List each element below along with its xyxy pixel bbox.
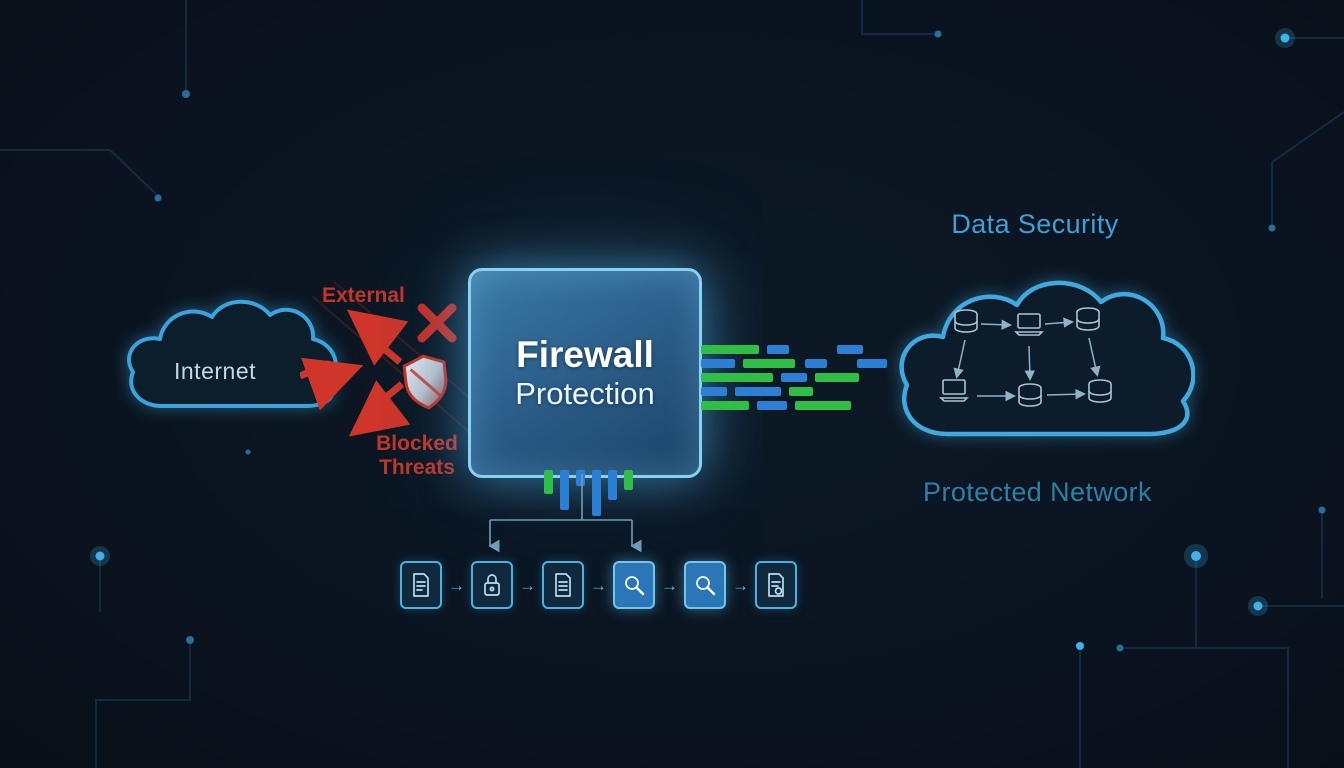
deflected-arrow-down-icon — [348, 380, 411, 437]
protected-network-cloud — [885, 262, 1195, 477]
threat-graphics — [300, 303, 457, 437]
file-inspect-icon — [542, 561, 584, 609]
internet-cloud: Internet — [118, 288, 338, 433]
blocked-threats-label: Blocked Threats — [376, 432, 458, 480]
protected-network-label: Protected Network — [923, 477, 1152, 507]
arrow-right-icon: → — [732, 575, 749, 595]
firewall-title: Firewall — [516, 333, 654, 375]
arrow-right-icon: → — [519, 575, 536, 595]
inspection-pipeline: → → → → → — [400, 560, 797, 610]
external-label: External — [322, 284, 405, 307]
database-icon — [1018, 383, 1042, 407]
data-security-label: Data Security — [951, 209, 1119, 239]
database-icon — [1076, 307, 1100, 331]
firewall-box: Firewall Protection — [468, 268, 702, 478]
file-scan-icon — [400, 561, 442, 609]
pipeline-connectors — [488, 474, 642, 553]
packet-drop — [544, 470, 633, 516]
packet-stream — [701, 345, 887, 410]
search-icon — [613, 561, 655, 609]
arrow-right-icon: → — [448, 575, 465, 595]
blocked-x-icon — [417, 303, 457, 343]
internet-label: Internet — [174, 358, 256, 384]
arrow-right-icon: → — [661, 575, 678, 595]
laptop-icon — [939, 379, 969, 402]
database-icon — [1088, 379, 1112, 403]
arrow-right-icon: → — [590, 575, 607, 595]
laptop-icon — [1014, 313, 1044, 336]
database-icon — [954, 309, 978, 333]
shield-icon — [402, 354, 448, 410]
lock-icon — [471, 561, 513, 609]
cloud-outline-icon — [899, 280, 1195, 437]
firewall-subtitle: Protection — [515, 375, 655, 411]
incoming-attack-arrow-icon — [300, 357, 364, 411]
search-icon — [684, 561, 726, 609]
file-report-icon — [755, 561, 797, 609]
deflected-arrow-up-icon — [346, 309, 409, 366]
